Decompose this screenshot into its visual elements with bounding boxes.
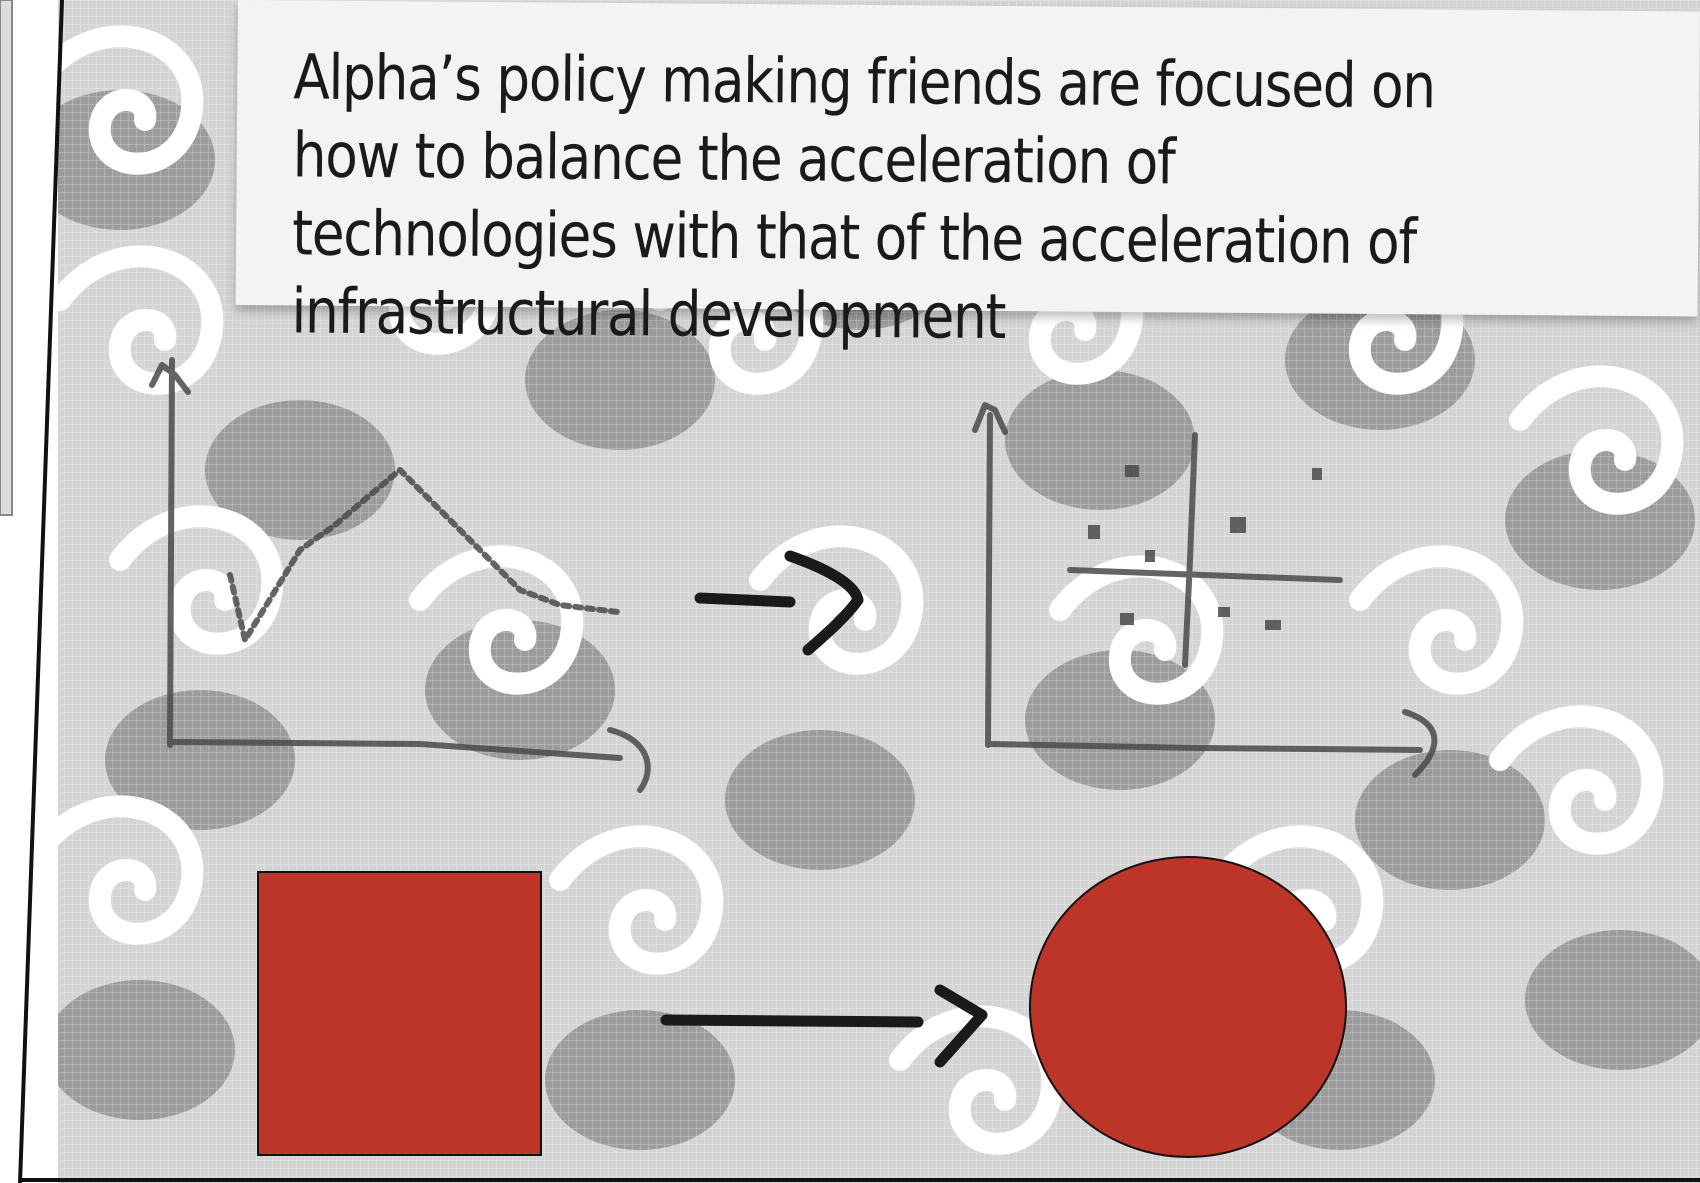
- chart-x-arrow: [607, 727, 651, 793]
- scatter-y-axis: [985, 412, 993, 748]
- red-square: [257, 871, 542, 1156]
- caption-box: Alpha’s policy making friends are focuse…: [235, 0, 1700, 353]
- caption-text: Alpha’s policy making friends are focuse…: [291, 40, 1436, 354]
- chart-x-axis: [167, 739, 623, 761]
- scatter-x-arrow: [1402, 709, 1438, 778]
- scatter-points: [1088, 465, 1322, 630]
- scatter-x-axis: [985, 741, 1423, 753]
- sketch-line-chart: [149, 357, 651, 793]
- scatter-v-line: [1182, 432, 1198, 668]
- chart-line: [227, 467, 621, 643]
- chart-y-axis: [167, 357, 175, 748]
- scatter-h-line: [1067, 567, 1343, 583]
- right-arrow-icon: [694, 550, 864, 656]
- sketch-scatter-chart: [972, 402, 1438, 778]
- right-arrow-icon: [660, 984, 988, 1068]
- chart-y-arrow: [149, 362, 191, 395]
- red-circle: [1029, 856, 1347, 1158]
- scatter-y-arrow: [972, 402, 1008, 435]
